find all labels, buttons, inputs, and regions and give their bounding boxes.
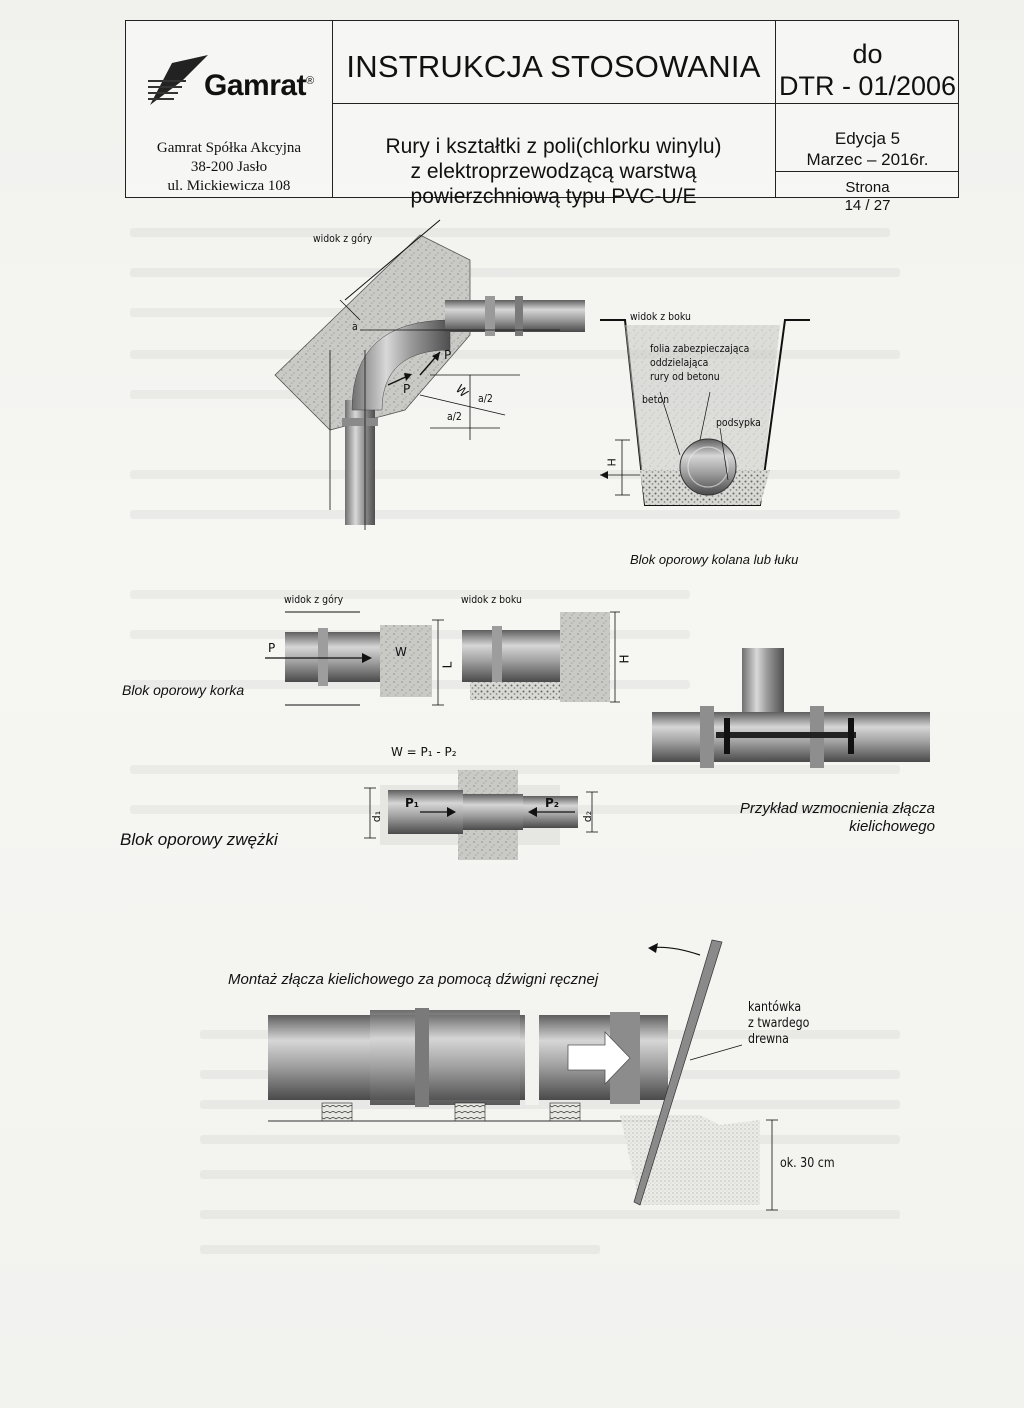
height-h-label: H bbox=[605, 458, 619, 467]
doc-prefix: do bbox=[852, 39, 883, 69]
gamrat-logo-icon bbox=[148, 55, 208, 105]
depth-label: ok. 30 cm bbox=[780, 1156, 835, 1171]
force-p2-label: P bbox=[403, 382, 411, 396]
reducer-d2-label: d₂ bbox=[581, 810, 595, 823]
company-logo: Gamrat® bbox=[204, 69, 314, 102]
lever-caption: Montaż złącza kielichowego za pomocą dźw… bbox=[228, 971, 599, 988]
company-address: Gamrat Spółka Akcyjna 38-200 Jasło ul. M… bbox=[156, 140, 302, 194]
cap-force-w-label: W bbox=[395, 645, 407, 659]
elbow-side-view-label: widok z boku bbox=[630, 310, 691, 323]
reducer-p2-label: P₂ bbox=[545, 796, 560, 810]
timber-label: kantówka z twardego drewna bbox=[748, 1000, 810, 1047]
document-header: Gamrat® Gamrat Spółka Akcyjna 38-200 Jas… bbox=[125, 20, 959, 214]
cap-length-l-label: L bbox=[440, 661, 455, 669]
cap-caption: Blok oporowy korka bbox=[122, 682, 245, 698]
cap-height-h-label: H bbox=[617, 654, 632, 664]
doc-number: DTR - 01/2006 bbox=[778, 71, 957, 101]
angle-a-label: a bbox=[352, 320, 358, 333]
tee-reinforcement-drawing bbox=[652, 648, 930, 768]
reducer-caption: Blok oporowy zwężki bbox=[120, 830, 278, 849]
document-subtitle: Rury i kształtki z poli(chlorku winylu) … bbox=[385, 135, 722, 208]
lever-assembly-drawing bbox=[268, 939, 778, 1211]
reducer-formula: W = P₁ - P₂ bbox=[391, 745, 457, 759]
cap-side-view-label: widok z boku bbox=[461, 593, 522, 606]
elbow-top-view-label: widok z góry bbox=[313, 232, 373, 245]
reducer-p1-label: P₁ bbox=[405, 796, 420, 810]
document-title: INSTRUKCJA STOSOWANIA bbox=[346, 49, 761, 84]
half-angle-label-2: a/2 bbox=[447, 410, 462, 423]
edition-info: Edycja 5 Marzec – 2016r. bbox=[806, 129, 929, 169]
cap-thrust-block-drawing bbox=[265, 611, 620, 706]
page-number: Strona 14 / 27 bbox=[844, 179, 891, 214]
cap-top-view-label: widok z góry bbox=[284, 593, 344, 606]
concrete-label: beton bbox=[642, 393, 670, 406]
reinforcement-caption: Przykład wzmocnienia złącza kielichowego bbox=[739, 800, 935, 835]
cap-force-p-label: P bbox=[268, 641, 276, 655]
force-p-label: P bbox=[444, 348, 452, 362]
elbow-caption: Blok oporowy kolana lub łuku bbox=[630, 552, 799, 567]
reducer-d1-label: d₁ bbox=[370, 810, 384, 823]
half-angle-label: a/2 bbox=[478, 392, 493, 405]
elbow-top-view-drawing bbox=[274, 219, 585, 530]
elbow-side-view-drawing bbox=[600, 319, 810, 506]
reducer-thrust-block-drawing bbox=[364, 770, 598, 860]
foil-label: folia zabezpieczająca oddzielająca rury … bbox=[650, 342, 750, 383]
bedding-label: podsypka bbox=[716, 416, 761, 429]
